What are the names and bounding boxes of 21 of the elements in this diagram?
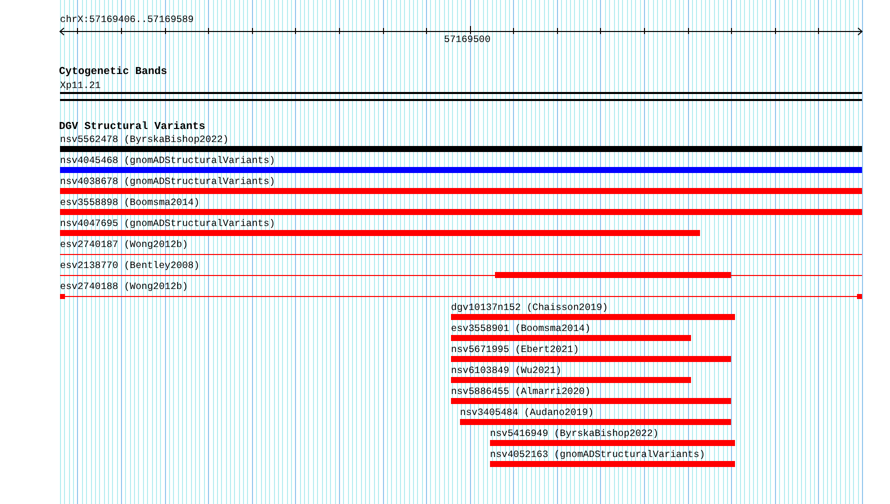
variant-label: nsv5562478 (ByrskaBishop2022)	[60, 134, 229, 145]
variant-label: nsv5671995 (Ebert2021)	[451, 344, 579, 355]
variant-label: nsv5416949 (ByrskaBishop2022)	[490, 428, 659, 439]
variant-label: esv3558901 (Boomsma2014)	[451, 323, 591, 334]
variant-label: nsv4038678 (gnomADStructuralVariants)	[60, 176, 276, 187]
variant-label: esv2138770 (Bentley2008)	[60, 260, 200, 271]
variant-label: nsv3405484 (Audano2019)	[460, 407, 594, 418]
variant-label: nsv4045468 (gnomADStructuralVariants)	[60, 155, 276, 166]
position-label: chrX:57169406..57169589	[60, 14, 194, 25]
track-title: Cytogenetic Bands	[59, 67, 168, 78]
variant-label: nsv5886455 (Almarri2020)	[451, 386, 591, 397]
variant-label: dgv10137n152 (Chaisson2019)	[451, 302, 608, 313]
variant-label: nsv4047695 (gnomADStructuralVariants)	[60, 218, 276, 229]
variant-label: esv2740187 (Wong2012b)	[60, 239, 188, 250]
variant-label: esv3558898 (Boomsma2014)	[60, 197, 200, 208]
band-label: Xp11.21	[60, 80, 101, 91]
variant-label: nsv4052163 (gnomADStructuralVariants)	[490, 449, 706, 460]
variant-label: esv2740188 (Wong2012b)	[60, 281, 188, 292]
track-title: DGV Structural Variants	[59, 122, 206, 133]
variant-label: nsv6103849 (Wu2021)	[451, 365, 562, 376]
tick-label: 57169500	[444, 34, 491, 45]
